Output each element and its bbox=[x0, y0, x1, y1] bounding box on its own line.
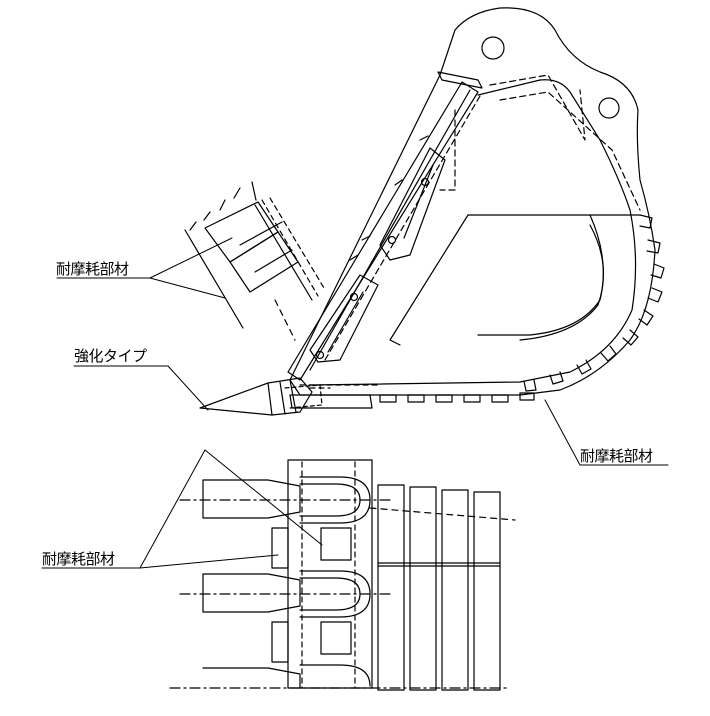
cutting-edge bbox=[289, 394, 373, 409]
wear-plate-detail bbox=[184, 181, 325, 341]
label-wear-resistant-part-right: 耐摩耗部材 bbox=[580, 447, 653, 465]
detail-dashed bbox=[261, 197, 325, 297]
projection-dashed bbox=[369, 507, 516, 521]
upper-bracket-pin-b bbox=[387, 235, 397, 245]
internal-rib-dashed-3 bbox=[439, 109, 456, 191]
tooth-1 bbox=[202, 479, 301, 519]
tooth-adapters bbox=[299, 476, 371, 687]
upper-adapter-slot bbox=[403, 164, 434, 239]
side-cutter-profile bbox=[467, 214, 641, 336]
side-cutter-curve bbox=[519, 224, 605, 341]
bucket-plan-view bbox=[169, 459, 516, 691]
label-wear-resistant-part-lower: 耐摩耗部材 bbox=[42, 550, 115, 568]
centerlines bbox=[179, 499, 391, 595]
detail-frame-left bbox=[184, 229, 244, 329]
lower-adapter-slot bbox=[327, 291, 364, 353]
rear-pin-boss bbox=[598, 97, 620, 119]
side-plate-line bbox=[389, 214, 469, 346]
detail-plate-a bbox=[204, 201, 279, 263]
label-reinforced-type: 強化タイプ bbox=[74, 347, 147, 365]
upper-pin-boss bbox=[481, 36, 505, 60]
leader-reinforced bbox=[73, 365, 209, 411]
leader-wear-lower bbox=[41, 449, 323, 569]
bucket-inner-shell bbox=[309, 79, 637, 386]
internal-rib-dashed-1 bbox=[489, 74, 586, 141]
tooth-adapter-lines bbox=[267, 379, 297, 416]
teeth-row bbox=[202, 479, 301, 689]
detail-plate-b bbox=[229, 231, 299, 293]
detail-frame-right bbox=[254, 204, 313, 301]
front-plate-rib bbox=[349, 135, 429, 261]
lower-adapter-bracket bbox=[309, 274, 379, 363]
label-wear-resistant-part-upper: 耐摩耗部材 bbox=[56, 260, 129, 278]
bucket-outer-profile bbox=[289, 7, 656, 396]
lower-bracket-pin-a bbox=[349, 292, 359, 302]
detail-plate-inner bbox=[239, 221, 293, 273]
upper-bracket-pin-a bbox=[420, 177, 430, 187]
front-plate-dashed bbox=[324, 95, 481, 361]
side-wear-strips bbox=[377, 484, 501, 691]
detail-projection-line bbox=[274, 299, 296, 341]
cutting-edge-dashed bbox=[299, 384, 381, 389]
upper-adapter-bracket bbox=[379, 147, 446, 261]
leader-wear-upper bbox=[56, 237, 233, 299]
wear-tiles-outer bbox=[523, 214, 665, 392]
leader-wear-right bbox=[544, 399, 669, 466]
bucket-side-view bbox=[199, 7, 665, 416]
detail-cut-marks bbox=[189, 181, 257, 231]
front-side-plate bbox=[287, 81, 479, 381]
lower-bracket-pin-b bbox=[315, 350, 325, 360]
tooth-adapter-dashed bbox=[284, 384, 323, 409]
front-side-plate-inner bbox=[309, 89, 471, 371]
top-lip-plate bbox=[437, 71, 483, 89]
tooth-2 bbox=[202, 573, 301, 613]
tooth-3 bbox=[202, 667, 301, 689]
internal-rib-dashed-2 bbox=[499, 91, 641, 211]
wear-blocks bbox=[271, 527, 352, 663]
leader-lines bbox=[41, 237, 669, 569]
wear-tiles-bottom bbox=[379, 392, 535, 403]
